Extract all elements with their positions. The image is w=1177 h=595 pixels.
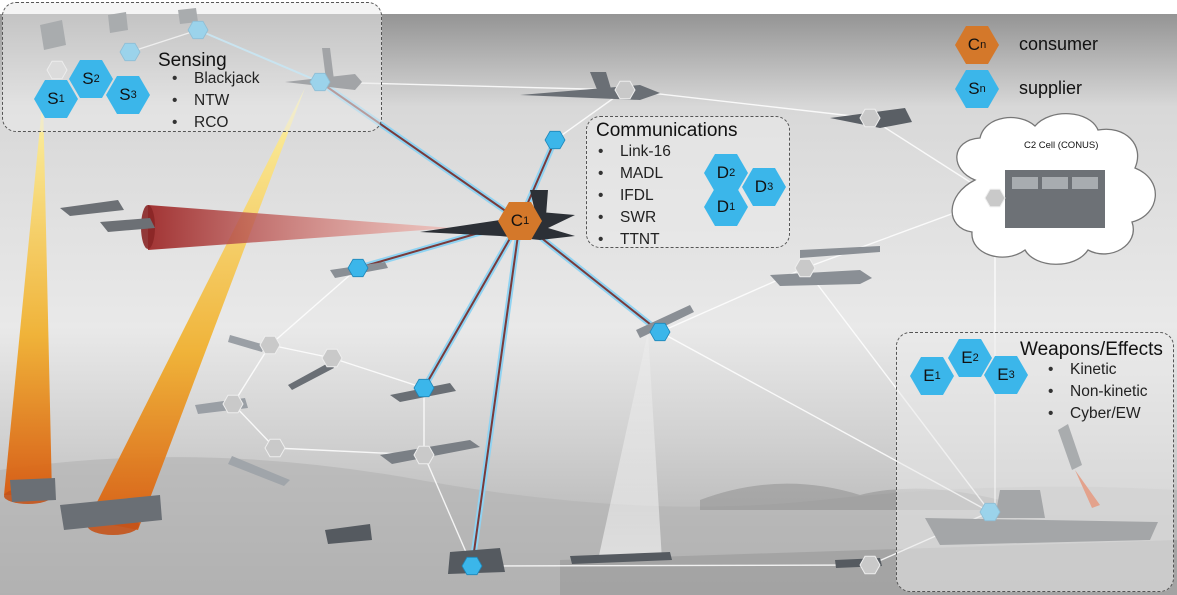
node-subscript: 3 [1008,369,1015,381]
node-subscript: 1 [523,215,530,227]
white-beam [598,332,662,560]
legend-supplier-label: supplier [1019,78,1083,98]
node-symbol: E [923,366,935,385]
link-inner [423,220,521,389]
c2-cell-label: C2 Cell (CONUS) [1024,140,1099,151]
legend-consumer-label: consumer [1019,34,1099,54]
grey-hex [859,108,881,128]
node-symbol: E [997,365,1009,384]
small-aircraft-icon [228,335,265,352]
legend-subscript: n [980,39,987,51]
node-subscript: 2 [93,73,100,85]
sensor-beam-2 [88,88,305,530]
weapons-list: Kinetic Non-kinetic Cyber/EW [1048,359,1148,425]
node-subscript: 2 [972,352,979,364]
supplier-hex [649,322,671,342]
supplier-hex [347,258,369,278]
boat-icon [570,552,672,564]
sensing-item: Blackjack [172,68,259,90]
weapons-item: Kinetic [1048,359,1148,381]
grey-hex [259,335,281,355]
node-subscript: 1 [729,201,736,213]
node-subscript: 3 [130,89,137,101]
node-subscript: 1 [934,370,941,382]
weapons-item: Non-kinetic [1048,381,1148,403]
sensing-list: Blackjack NTW RCO [172,68,259,134]
legend-symbol: C [967,35,981,54]
cruise-missile-icon [288,362,334,390]
communications-item: SWR [598,207,671,229]
c2-cloud [951,113,1156,265]
supplier-hex [544,130,566,150]
node-symbol: D [716,163,730,182]
grey-hex [984,188,1006,208]
weapons-title: Weapons/Effects [1020,339,1163,360]
jet-icon [228,456,290,486]
sensing-item: RCO [172,112,259,134]
grey-hex [794,258,816,278]
grey-hex [614,80,636,100]
node-symbol: C [510,211,524,230]
node-subscript: 1 [58,93,65,105]
legend-symbol: S [968,79,980,98]
node-symbol: S [119,85,131,104]
grey-node-hexes [46,60,1006,575]
node-subscript: 3 [767,181,774,193]
communications-item: IFDL [598,185,671,207]
supplier-hex [413,378,435,398]
node-symbol: D [716,197,730,216]
grey-hex [859,555,881,575]
tank-icon [325,524,372,544]
weapons-item: Cyber/EW [1048,403,1148,425]
rotary-aircraft-icon [636,305,694,338]
communications-list: Link-16 MADL IFDL SWR TTNT [598,141,671,251]
communications-item: Link-16 [598,141,671,163]
sensing-item: NTW [172,90,259,112]
ground-radar-icons [10,478,162,530]
communications-title: Communications [596,120,738,141]
communications-item: TTNT [598,229,671,251]
grey-hex [413,445,435,465]
link-inner [471,220,521,567]
grey-hex [264,438,286,458]
node-symbol: S [47,89,59,108]
node-symbol: E [961,348,973,367]
sensing-title: Sensing [158,50,227,71]
targeting-beam [148,205,452,250]
sensor-beam-1 [4,96,52,495]
node-symbol: D [754,177,768,196]
grey-hex [321,348,343,368]
communications-item: MADL [598,163,671,185]
node-symbol: S [82,69,94,88]
awacs-icon [770,246,880,286]
node-subscript: 2 [729,167,736,179]
grey-hex [222,394,244,414]
supplier-hex [461,556,483,576]
legend-subscript: n [979,83,986,95]
fighter-pair-icon [60,200,155,232]
